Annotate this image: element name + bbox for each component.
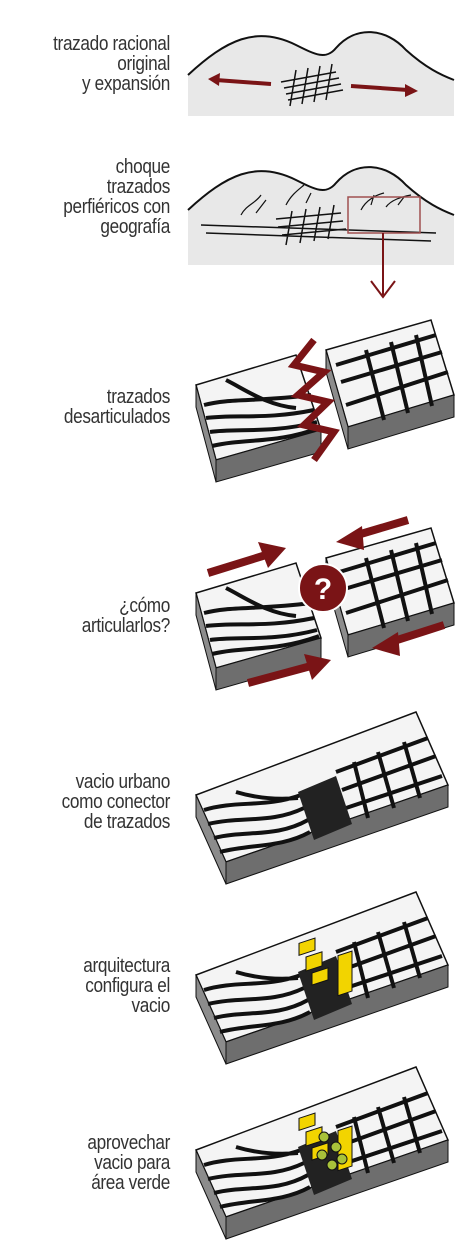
tree-icon bbox=[326, 1159, 338, 1171]
tree-icon bbox=[330, 1141, 342, 1153]
stage-3-line-2: desarticulados bbox=[63, 406, 170, 428]
question-mark-icon: ? bbox=[314, 573, 332, 606]
question-badge bbox=[298, 563, 348, 613]
stage-7: aprovechar vacio para área verde bbox=[0, 1055, 464, 1240]
peripheral-collision-illustration bbox=[187, 166, 455, 299]
stage-2-line-2: trazados bbox=[106, 176, 171, 198]
architecture-shapes-void-illustration bbox=[194, 890, 450, 1065]
stage-6-line-2: configura el bbox=[85, 975, 170, 997]
push-arrow-top-left bbox=[206, 551, 268, 577]
stage-5-line-1: vacio urbano bbox=[75, 771, 171, 793]
stage-7-label: aprovechar vacio para área verde bbox=[24, 1133, 170, 1193]
push-arrow-bottom-left bbox=[246, 662, 313, 687]
stage-1: trazado racional original y expansión bbox=[0, 20, 464, 120]
stage-3: trazados desarticulados bbox=[0, 305, 464, 485]
stage-7-line-3: área verde bbox=[91, 1172, 170, 1194]
stage-6: arquitectura configura el vacio bbox=[0, 880, 464, 1065]
urban-void-connector-illustration bbox=[194, 710, 450, 885]
expansion-arrow-right bbox=[350, 84, 409, 92]
stage-2-line-3: perfiéricos con bbox=[63, 196, 170, 218]
stage-4-label: ¿cómo articularlos? bbox=[24, 595, 171, 637]
how-to-connect-illustration: ? bbox=[194, 516, 456, 692]
stage-2-label: choque trazados perfiéricos con geografí… bbox=[24, 157, 170, 237]
stage-6-line-3: vacio bbox=[131, 995, 171, 1017]
fracture-zigzag bbox=[287, 337, 340, 463]
stage-6-line-1: arquitectura bbox=[83, 955, 170, 977]
tree-icon bbox=[316, 1149, 328, 1161]
trees bbox=[316, 1131, 348, 1171]
stage-3-line-1: trazados bbox=[106, 386, 171, 408]
stage-6-label: arquitectura configura el vacio bbox=[24, 956, 170, 1016]
disjointed-layouts-illustration bbox=[194, 318, 456, 484]
green-area-void-illustration bbox=[194, 1065, 450, 1240]
stage-5-line-2: como conector bbox=[61, 791, 171, 813]
stage-2-line-4: geografía bbox=[100, 216, 170, 238]
stage-1-line-2: original bbox=[117, 53, 170, 75]
stage-4-line-1: ¿cómo bbox=[119, 595, 170, 617]
original-grid-expansion-illustration bbox=[187, 31, 455, 116]
stage-5-line-3: de trazados bbox=[83, 811, 170, 833]
stage-7-line-1: aprovechar bbox=[87, 1132, 170, 1154]
stage-2: choque trazados perfiéricos con geografí… bbox=[0, 155, 464, 315]
building-left bbox=[298, 937, 329, 986]
building-right bbox=[337, 950, 353, 997]
stage-1-label: trazado racional original y expansión bbox=[24, 34, 170, 94]
expansion-arrow-left bbox=[215, 78, 272, 86]
stage-5: vacio urbano como conector de trazados bbox=[0, 700, 464, 885]
stage-1-line-1: trazado racional bbox=[53, 33, 170, 55]
stage-4: ¿cómo articularlos? ? bbox=[0, 508, 464, 693]
stage-3-label: trazados desarticulados bbox=[24, 387, 170, 427]
stage-1-line-3: y expansión bbox=[81, 73, 170, 95]
stage-2-line-1: choque bbox=[115, 156, 171, 178]
stage-5-label: vacio urbano como conector de trazados bbox=[24, 771, 171, 833]
push-arrow-bottom-right bbox=[389, 621, 446, 646]
tree-icon bbox=[318, 1131, 330, 1143]
stage-4-line-2: articularlos? bbox=[81, 615, 171, 637]
stage-7-line-2: vacio para bbox=[94, 1152, 170, 1174]
urban-void bbox=[298, 776, 352, 840]
push-arrow-top-right bbox=[352, 516, 410, 540]
tree-icon bbox=[336, 1153, 348, 1165]
